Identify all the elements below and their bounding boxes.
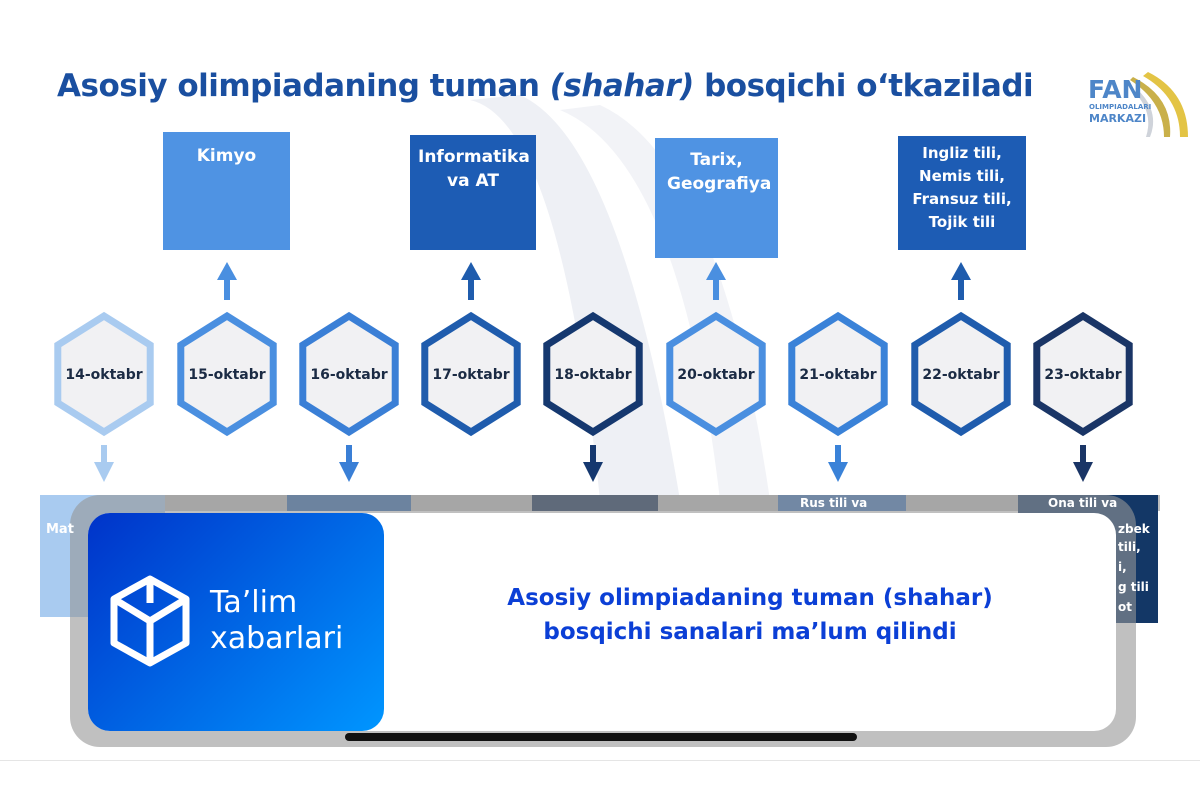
home-indicator [345, 733, 857, 741]
fan-olimpiadalari-logo: FAN OLIMPIADALARI MARKAZI [1088, 72, 1193, 137]
cube-logo-icon [110, 575, 190, 667]
bottom-box-5-text: i, [1118, 560, 1127, 574]
timeline: 14-oktabr 15-oktabr 16-oktabr 17-oktabr 18-o… [54, 262, 1133, 482]
arrow-up-icon [217, 262, 237, 280]
bottom-box-5-text: ot [1118, 600, 1132, 614]
arrow-down-icon [94, 462, 114, 482]
arrow-down-icon [1073, 462, 1093, 482]
date-hexagon [421, 311, 521, 437]
arrow-up-icon [468, 278, 474, 300]
date-hexagon [177, 311, 277, 437]
subject-box-tarix: Tarix, Geografiya [655, 138, 778, 258]
date-hexagon [54, 311, 154, 437]
date-label: 22-oktabr [922, 367, 999, 383]
date-hexagon [666, 311, 766, 437]
arrow-down-icon [835, 445, 841, 465]
bottom-box-1-text: Mat [46, 522, 74, 537]
bottom-box-5-text: tili, [1118, 540, 1141, 554]
arrow-down-icon [1080, 445, 1086, 465]
date-label: 20-oktabr [677, 367, 754, 383]
bottom-box-5-text: Ona tili va [1048, 496, 1118, 510]
date-hexagon [1033, 311, 1133, 437]
arrow-up-icon [461, 262, 481, 280]
bottom-box-5-text: zbek [1118, 522, 1150, 536]
date-hexagon [911, 311, 1011, 437]
arrow-down-icon [583, 462, 603, 482]
date-label: 23-oktabr [1044, 367, 1121, 383]
subject-box-kimyo: Kimyo [163, 132, 290, 250]
divider [0, 760, 1200, 761]
arrow-down-icon [590, 445, 596, 465]
arrow-up-icon [706, 262, 726, 280]
bottom-box-4-text: Rus tili va [800, 496, 868, 510]
arrow-down-icon [346, 445, 352, 465]
subject-box-informatika: Informatika va AT [410, 135, 536, 250]
arrow-up-icon [958, 278, 964, 300]
subject-box-tillar: Ingliz tili, Nemis tili, Fransuz tili, T… [898, 136, 1026, 250]
date-label: 14-oktabr [65, 367, 142, 383]
arrow-up-icon [224, 278, 230, 300]
page-title: Asosiy olimpiadaning tuman (shahar) bosq… [57, 68, 1034, 104]
date-label: 21-oktabr [799, 367, 876, 383]
date-hexagon [299, 311, 399, 437]
date-label: 15-oktabr [188, 367, 265, 383]
arrow-down-icon [101, 445, 107, 465]
date-hexagon [543, 311, 643, 437]
date-label: 18-oktabr [554, 367, 631, 383]
arrow-up-icon [713, 278, 719, 300]
arrow-down-icon [339, 462, 359, 482]
bottom-box-5-text: g tili [1118, 580, 1149, 594]
date-label: 16-oktabr [310, 367, 387, 383]
arrow-up-icon [951, 262, 971, 280]
arrow-down-icon [828, 462, 848, 482]
date-hexagon [788, 311, 888, 437]
date-label: 17-oktabr [432, 367, 509, 383]
headline[interactable]: Asosiy olimpiadaning tuman (shahar)bosqi… [507, 585, 993, 645]
